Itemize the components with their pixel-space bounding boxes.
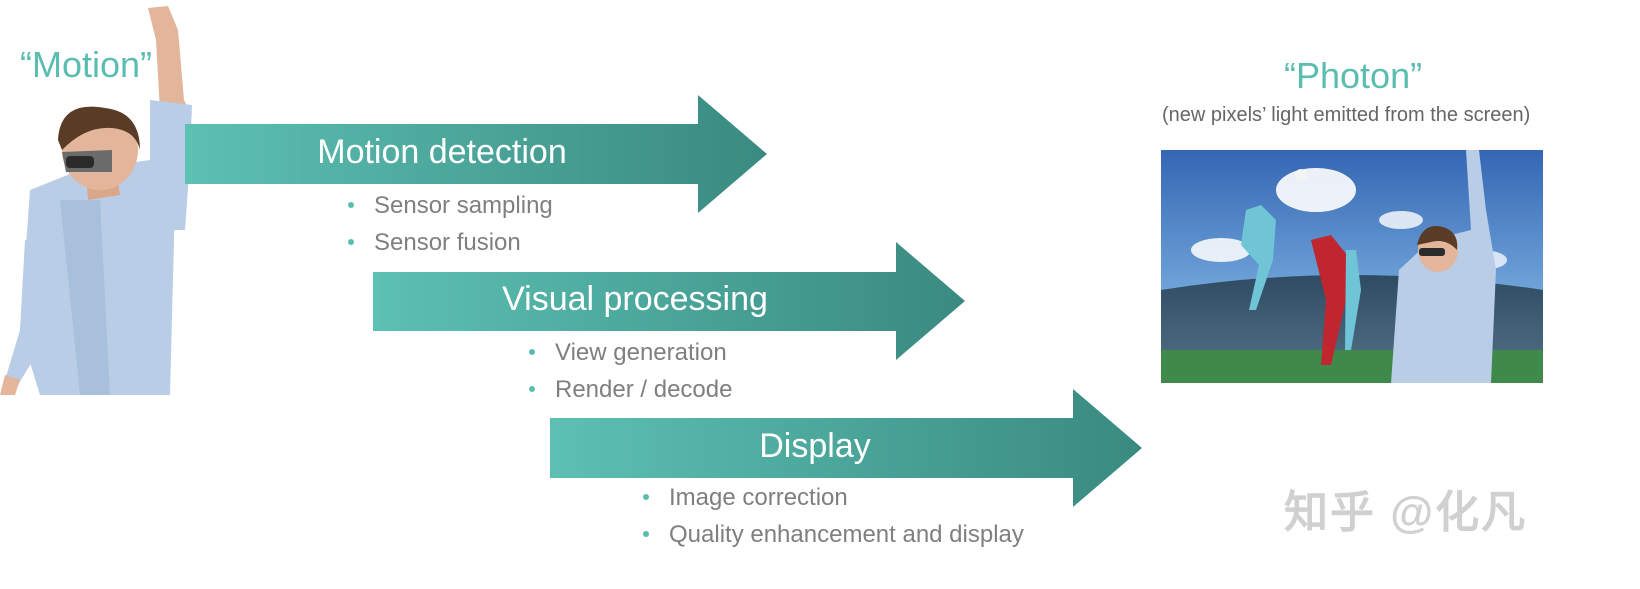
stage-arrow-motion-detection: Motion detection — [185, 95, 767, 213]
list-item: Sensor sampling — [348, 187, 553, 224]
stage-title-motion-detection: Motion detection — [317, 133, 567, 171]
list-item: Render / decode — [529, 371, 732, 408]
stage-bullets-visual-processing: View generation Render / decode — [529, 334, 732, 408]
list-item: View generation — [529, 334, 732, 371]
stage-arrow-visual-processing: Visual processing — [373, 242, 965, 360]
stage-title-display: Display — [759, 427, 871, 465]
stage-bullets-motion-detection: Sensor sampling Sensor fusion — [348, 187, 553, 261]
list-item: Sensor fusion — [348, 224, 553, 261]
photon-label: “Photon” — [1284, 55, 1423, 96]
stage-arrow-display: Display — [550, 389, 1142, 507]
motion-label: “Motion” — [20, 44, 153, 85]
list-item: Image correction — [643, 479, 1024, 516]
motion-person-image — [0, 0, 200, 395]
list-item: Quality enhancement and display — [643, 516, 1024, 553]
watermark: 知乎 @化凡 — [1284, 488, 1528, 537]
photon-scene-image — [1161, 150, 1543, 383]
photon-caption: (new pixels’ light emitted from the scre… — [1162, 104, 1531, 126]
stage-title-visual-processing: Visual processing — [502, 280, 768, 318]
stage-bullets-display: Image correction Quality enhancement and… — [643, 479, 1024, 553]
